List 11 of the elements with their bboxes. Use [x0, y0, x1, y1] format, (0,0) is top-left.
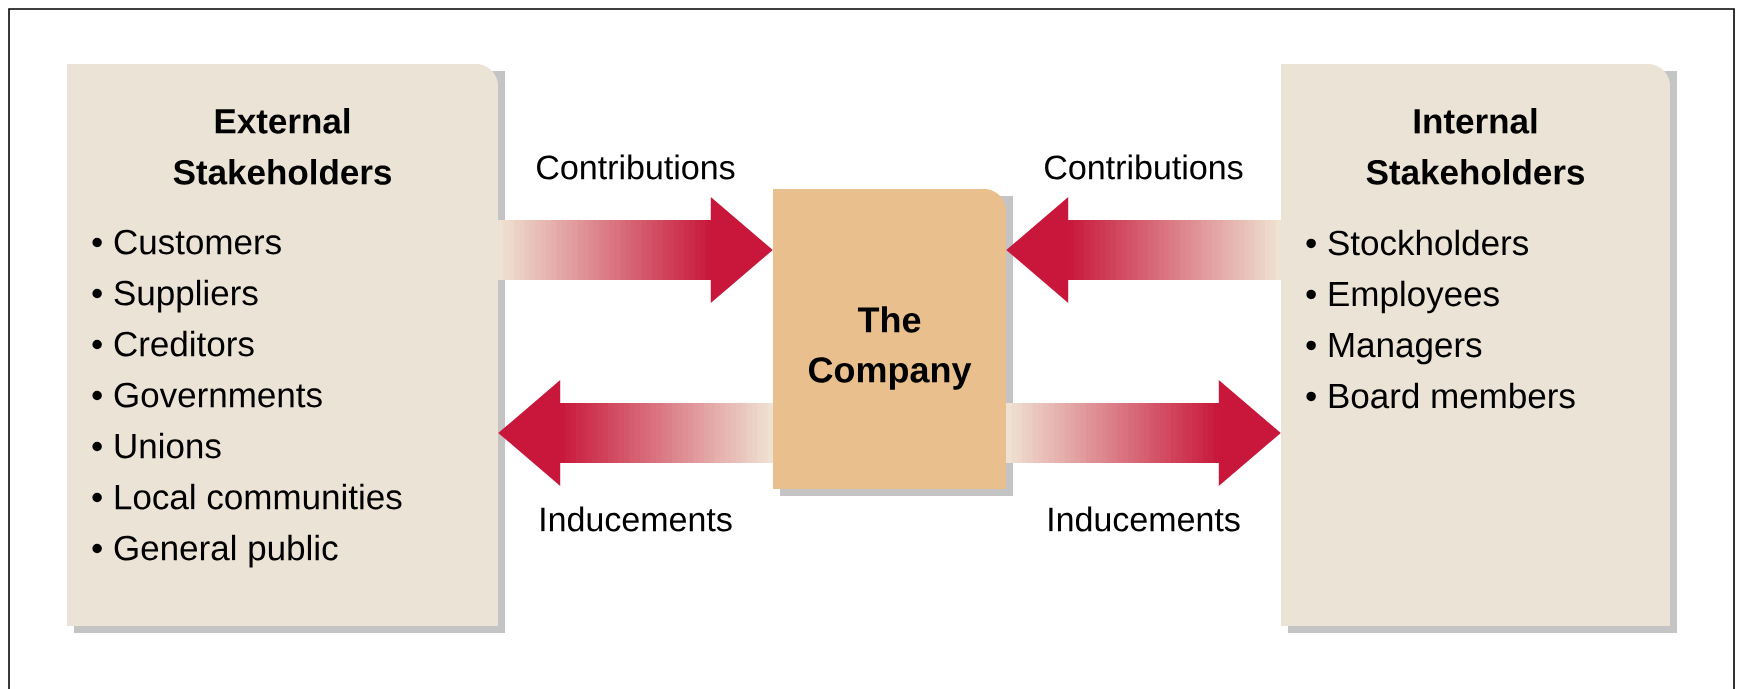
edge-label: Contributions	[1045, 154, 1243, 180]
stakeholder-box: External Stakeholders • Customers • Suppliers • Creditors • Governments • Unions • Local communities • General public	[67, 64, 505, 633]
edge-label: Inducements	[541, 506, 732, 532]
edge-label: Contributions	[537, 154, 735, 180]
block-arrow	[498, 380, 773, 486]
edge-label: Inducements	[1049, 506, 1240, 532]
stakeholder-box: Internal Stakeholders • Stockholders • Employees • Managers • Board members	[1281, 64, 1677, 633]
block-arrow	[1006, 197, 1281, 303]
block-arrow	[1006, 380, 1281, 486]
company-box: The Company	[773, 189, 1013, 496]
block-arrow	[498, 197, 773, 303]
